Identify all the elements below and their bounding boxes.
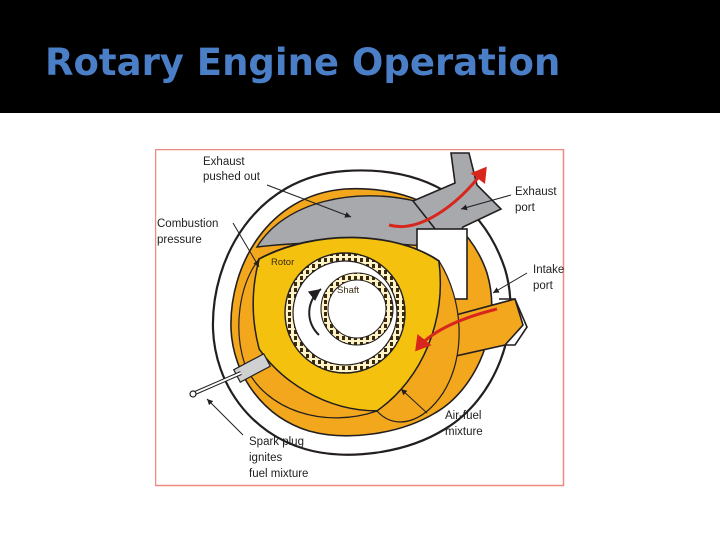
label-rotor: Rotor [271, 257, 294, 268]
label-exhaust-pushed-out: Exhaust pushed out [203, 156, 261, 183]
leader-lines [206, 184, 528, 436]
intake-flow-arrow [415, 307, 498, 352]
label-air-fuel-mixture: Air-fuel mixture [445, 410, 485, 438]
label-shaft: Shaft [337, 285, 360, 296]
spark-plug [189, 353, 272, 398]
slide-content-area: Exhaust pushed out Combustion pressure R… [0, 113, 720, 540]
label-exhaust-port: Exhaust port [515, 186, 560, 214]
combustion-chamber [238, 258, 378, 419]
exhaust-flow-arrow [388, 166, 487, 228]
intake-chamber [376, 260, 460, 423]
intake-port-duct [440, 298, 528, 358]
label-combustion-pressure: Combustion pressure [157, 218, 222, 246]
slide-title: Rotary Engine Operation [45, 41, 561, 84]
rotation-arrow [307, 288, 322, 336]
rotary-engine-svg: Exhaust pushed out Combustion pressure R… [155, 149, 565, 487]
output-shaft-gear [320, 272, 394, 346]
label-spark-plug: Spark plug ignites fuel mixture [249, 436, 308, 480]
rotary-engine-diagram: Exhaust pushed out Combustion pressure R… [155, 149, 565, 487]
label-intake-port: Intake port [533, 264, 565, 292]
